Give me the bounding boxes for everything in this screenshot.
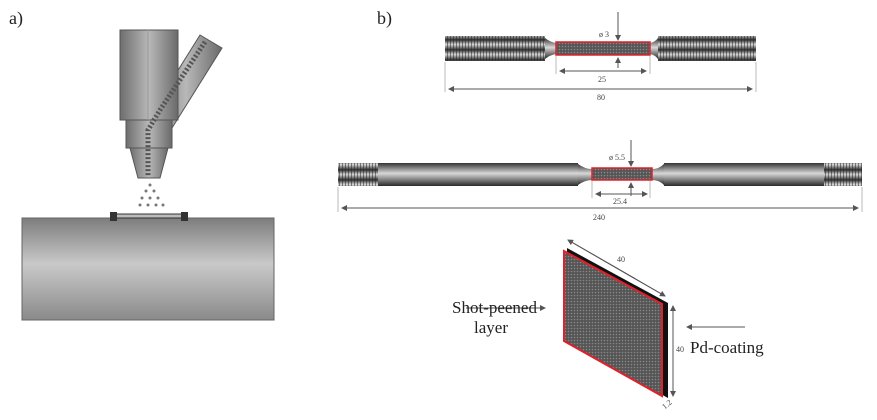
large-gauge-length-label: 25.4 — [613, 197, 627, 206]
plate-height-label: 40 — [676, 345, 684, 354]
small-total-length-label: 80 — [597, 93, 605, 102]
small-gauge-length-label: 25 — [598, 75, 606, 84]
small-diameter-label: ø 3 — [599, 30, 609, 39]
spray-particles — [138, 183, 165, 207]
panel-b-label: b) — [377, 8, 392, 28]
panel-a-label: a) — [9, 8, 23, 28]
spray-nozzle — [119, 29, 223, 179]
shot-peened-label-line2: layer — [474, 318, 508, 337]
coated-plate — [466, 239, 745, 398]
pd-coating-label: Pd-coating — [690, 338, 764, 357]
large-diameter-label: ø 5.5 — [609, 153, 625, 162]
sample-holder — [110, 212, 188, 221]
specimen-large — [337, 140, 863, 212]
plate-width-label: 40 — [617, 255, 625, 264]
cylinder-substrate — [21, 217, 275, 321]
specimen-small — [444, 12, 757, 92]
large-total-length-label: 240 — [593, 213, 605, 222]
shot-peened-label-line1: Shot-peened — [452, 298, 537, 317]
